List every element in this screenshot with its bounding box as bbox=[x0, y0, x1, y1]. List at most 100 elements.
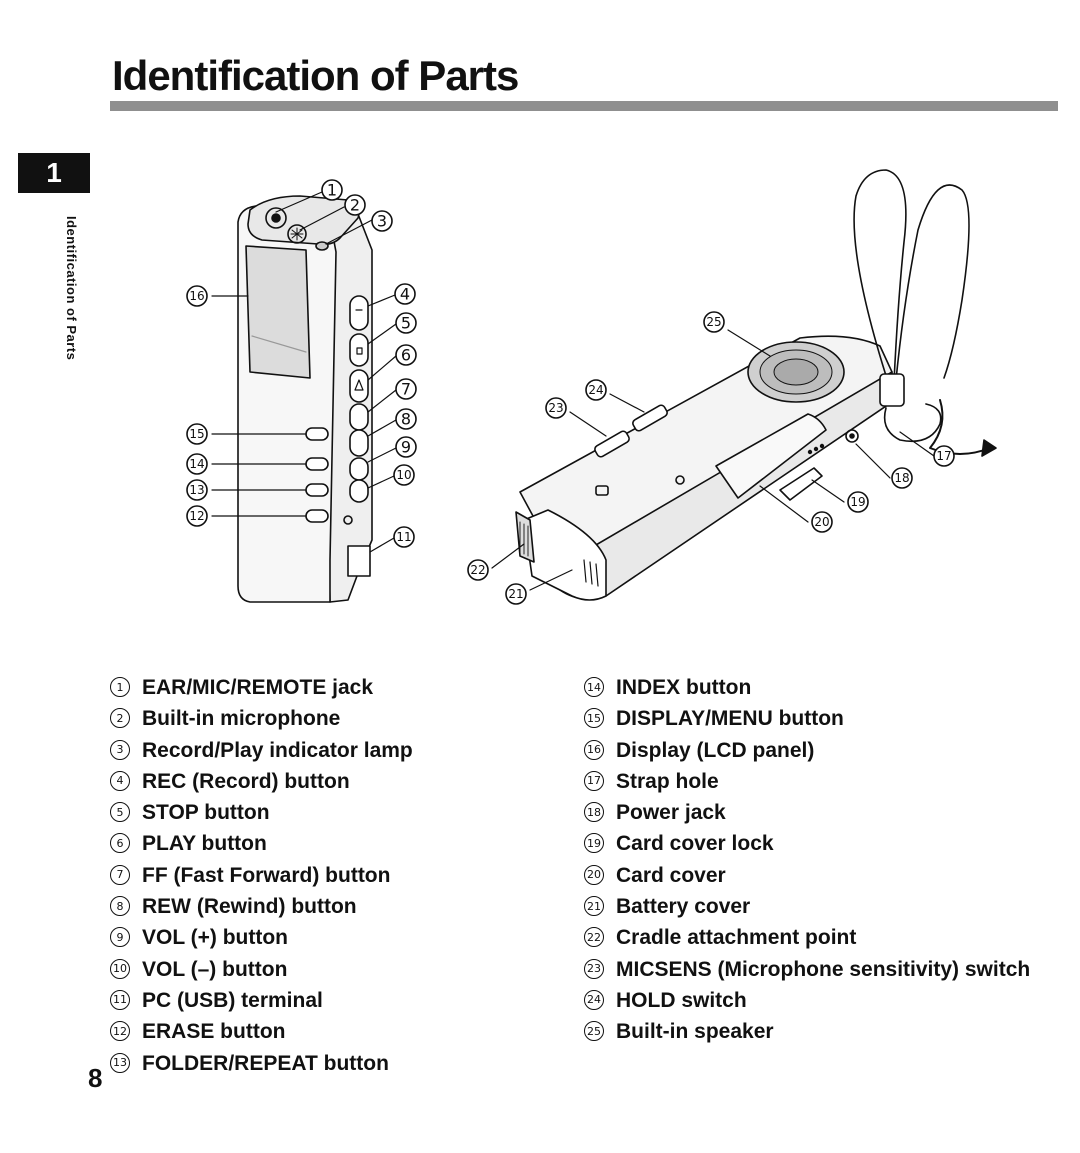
legend-item: 19 Card cover lock bbox=[584, 828, 1054, 859]
callout-22: 22 bbox=[470, 563, 485, 577]
legend-label: REW (Rewind) button bbox=[142, 895, 357, 919]
legend-item: 8 REW (Rewind) button bbox=[110, 891, 580, 922]
legend-label: VOL (+) button bbox=[142, 926, 289, 950]
legend-number: 3 bbox=[110, 739, 136, 760]
callout-11: 11 bbox=[396, 530, 411, 544]
legend-number: 10 bbox=[110, 958, 136, 979]
callout-20: 20 bbox=[814, 515, 829, 529]
legend-label: Cradle attachment point bbox=[616, 926, 857, 950]
legend-item: 7 FF (Fast Forward) button bbox=[110, 860, 580, 891]
legend-label: FOLDER/REPEAT button bbox=[142, 1051, 389, 1075]
callout-21: 21 bbox=[508, 587, 523, 601]
callout-15: 15 bbox=[189, 427, 204, 441]
callout-1: 1 bbox=[327, 181, 337, 200]
recorder-front-view bbox=[237, 195, 373, 603]
callout-23: 23 bbox=[548, 401, 563, 415]
legend-number: 22 bbox=[584, 927, 610, 948]
page-number: 8 bbox=[88, 1063, 103, 1093]
legend-item: 11 PC (USB) terminal bbox=[110, 985, 580, 1016]
parts-legend-left: 1 EAR/MIC/REMOTE jack 2 Built-in microphon… bbox=[110, 672, 580, 1079]
callout-10: 10 bbox=[396, 468, 411, 482]
legend-number: 16 bbox=[584, 739, 610, 760]
legend-label: EAR/MIC/REMOTE jack bbox=[142, 676, 374, 699]
legend-item: 14 INDEX button bbox=[584, 672, 1054, 703]
device-illustration: 1 2 3 4 5 6 7 8 9 10 11 12 13 14 15 16 1… bbox=[186, 169, 997, 605]
legend-label: PC (USB) terminal bbox=[142, 988, 323, 1012]
page-title: Identification of Parts bbox=[112, 52, 519, 99]
legend-item: 4 REC (Record) button bbox=[110, 766, 580, 797]
legend-item: 10 VOL (–) button bbox=[110, 954, 580, 985]
legend-label: STOP button bbox=[142, 801, 270, 825]
legend-item: 21 Battery cover bbox=[584, 891, 1054, 922]
legend-item: 3 Record/Play indicator lamp bbox=[110, 735, 580, 766]
legend-item: 1 EAR/MIC/REMOTE jack bbox=[110, 672, 580, 703]
callout-19: 19 bbox=[850, 495, 865, 509]
legend-number: 8 bbox=[110, 896, 136, 917]
legend-label: VOL (–) button bbox=[142, 957, 288, 981]
legend-label: Card cover lock bbox=[616, 832, 774, 856]
legend-item: 22 Cradle attachment point bbox=[584, 922, 1054, 953]
callout-4: 4 bbox=[400, 285, 410, 304]
legend-number: 14 bbox=[584, 677, 610, 697]
callout-8: 8 bbox=[401, 410, 411, 429]
legend-number: 2 bbox=[110, 708, 136, 729]
legend-label: FF (Fast Forward) button bbox=[142, 863, 391, 887]
callout-13: 13 bbox=[189, 483, 204, 497]
callout-circles bbox=[186, 179, 955, 605]
legend-number: 21 bbox=[584, 896, 610, 917]
legend-label: Battery cover bbox=[616, 895, 751, 919]
legend-number: 12 bbox=[110, 1021, 136, 1042]
legend-number: 19 bbox=[584, 833, 610, 854]
legend-item: 15 DISPLAY/MENU button bbox=[584, 703, 1054, 734]
legend-label: INDEX button bbox=[616, 676, 752, 699]
legend-number: 4 bbox=[110, 770, 136, 791]
legend-label: PLAY button bbox=[142, 832, 267, 856]
legend-number: 25 bbox=[584, 1021, 610, 1042]
legend-label: DISPLAY/MENU button bbox=[616, 707, 844, 731]
legend-label: Record/Play indicator lamp bbox=[142, 738, 413, 762]
legend-number: 6 bbox=[110, 833, 136, 854]
legend-label: REC (Record) button bbox=[142, 769, 350, 793]
callout-18: 18 bbox=[894, 471, 909, 485]
legend-number: 18 bbox=[584, 802, 610, 823]
recorder-rear-view bbox=[515, 169, 997, 601]
title-rule bbox=[110, 101, 1058, 111]
legend-item: 17 Strap hole bbox=[584, 766, 1054, 797]
legend-label: HOLD switch bbox=[616, 988, 747, 1012]
legend-item: 5 STOP button bbox=[110, 797, 580, 828]
legend-label: Built-in microphone bbox=[142, 707, 341, 731]
callout-2: 2 bbox=[350, 196, 360, 215]
legend-number: 20 bbox=[584, 864, 610, 885]
callout-3: 3 bbox=[377, 212, 387, 231]
legend-number: 17 bbox=[584, 770, 610, 791]
legend-number: 15 bbox=[584, 708, 610, 729]
legend-number: 5 bbox=[110, 802, 136, 823]
callout-leaders bbox=[211, 191, 935, 591]
legend-number: 11 bbox=[110, 989, 136, 1010]
legend-item: 2 Built-in microphone bbox=[110, 703, 580, 734]
callout-6: 6 bbox=[401, 346, 411, 365]
callout-24: 24 bbox=[588, 383, 603, 397]
legend-number: 7 bbox=[110, 864, 136, 885]
legend-item: 25 Built-in speaker bbox=[584, 1016, 1054, 1047]
callout-9: 9 bbox=[401, 438, 411, 457]
legend-label: ERASE button bbox=[142, 1020, 286, 1044]
side-section-label: Identification of Parts bbox=[64, 216, 79, 361]
legend-number: 1 bbox=[110, 677, 136, 697]
callout-12: 12 bbox=[189, 509, 204, 523]
legend-label: Built-in speaker bbox=[616, 1020, 774, 1044]
legend-label: Strap hole bbox=[616, 769, 719, 793]
callout-numbers: 1 2 3 4 5 6 7 8 9 10 11 12 13 14 15 16 1… bbox=[189, 181, 951, 602]
callout-14: 14 bbox=[189, 457, 204, 471]
legend-item: 6 PLAY button bbox=[110, 828, 580, 859]
callout-17: 17 bbox=[936, 449, 951, 463]
callout-5: 5 bbox=[401, 314, 411, 333]
